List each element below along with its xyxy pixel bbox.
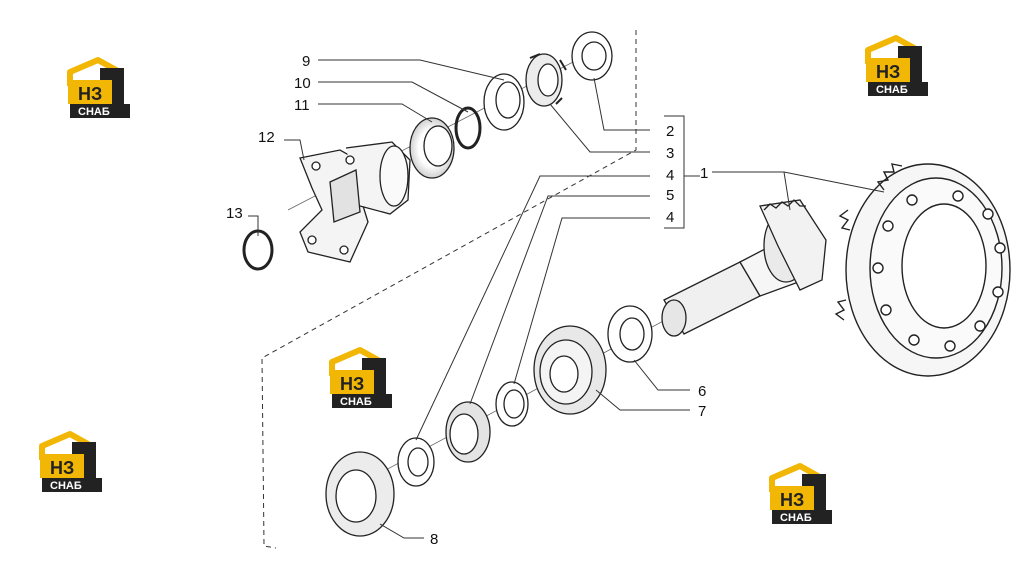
part-5-bearing-cone [445, 401, 491, 463]
watermark-caption: СНАБ [50, 480, 82, 492]
callout-12: 12 [258, 129, 275, 146]
callout-13: 13 [226, 205, 243, 222]
watermark-mark: НЗ [340, 374, 364, 394]
part-13-snap-ring [242, 229, 274, 271]
part-1-ring-gear [834, 163, 1011, 377]
watermark-logo-4: НЗ СНАБ [40, 434, 102, 492]
callout-2: 2 [666, 123, 674, 140]
watermark-caption: СНАБ [876, 84, 908, 96]
part-3-nut [525, 53, 567, 107]
callout-9: 9 [302, 53, 310, 70]
part-4-spacer-lower [397, 437, 435, 487]
callout-labels: 9 10 11 12 13 2 3 4 5 4 1 6 7 8 [226, 53, 708, 548]
callout-1: 1 [700, 165, 708, 182]
watermark-logo-2: НЗ СНАБ [866, 38, 928, 96]
part-2-lock-plate [571, 31, 613, 81]
watermark-mark: НЗ [78, 84, 102, 104]
callout-7: 7 [698, 403, 706, 420]
watermark-mark: НЗ [876, 62, 900, 82]
watermark-logo-5: НЗ СНАБ [770, 466, 832, 524]
watermark-mark: НЗ [780, 490, 804, 510]
callout-3: 3 [666, 145, 674, 162]
watermark-caption: СНАБ [780, 512, 812, 524]
callout-4a: 4 [666, 167, 674, 184]
callout-5: 5 [666, 187, 674, 204]
part-4-spacer-upper [495, 381, 529, 427]
leader-lines [248, 59, 885, 539]
part-11-seal [409, 117, 455, 179]
callout-6: 6 [698, 383, 706, 400]
part-1-pinion-shaft [661, 199, 827, 337]
part-7-bearing [533, 325, 607, 415]
callout-8: 8 [430, 531, 438, 548]
part-12-yoke [299, 141, 411, 263]
part-10-o-ring [454, 106, 482, 150]
callout-4b: 4 [666, 209, 674, 226]
watermark-caption: СНАБ [78, 106, 110, 118]
dashed-envelope [261, 30, 637, 549]
callout-10: 10 [294, 75, 311, 92]
watermark-logo-1: НЗ СНАБ [68, 60, 130, 118]
watermark-logo-3: НЗ СНАБ [330, 350, 392, 408]
watermark-mark: НЗ [50, 458, 74, 478]
part-9-washer [483, 73, 525, 131]
part-8-bearing-cup [325, 451, 395, 537]
watermark-caption: СНАБ [340, 396, 372, 408]
part-6-shim [607, 305, 653, 363]
callout-11: 11 [294, 97, 310, 114]
